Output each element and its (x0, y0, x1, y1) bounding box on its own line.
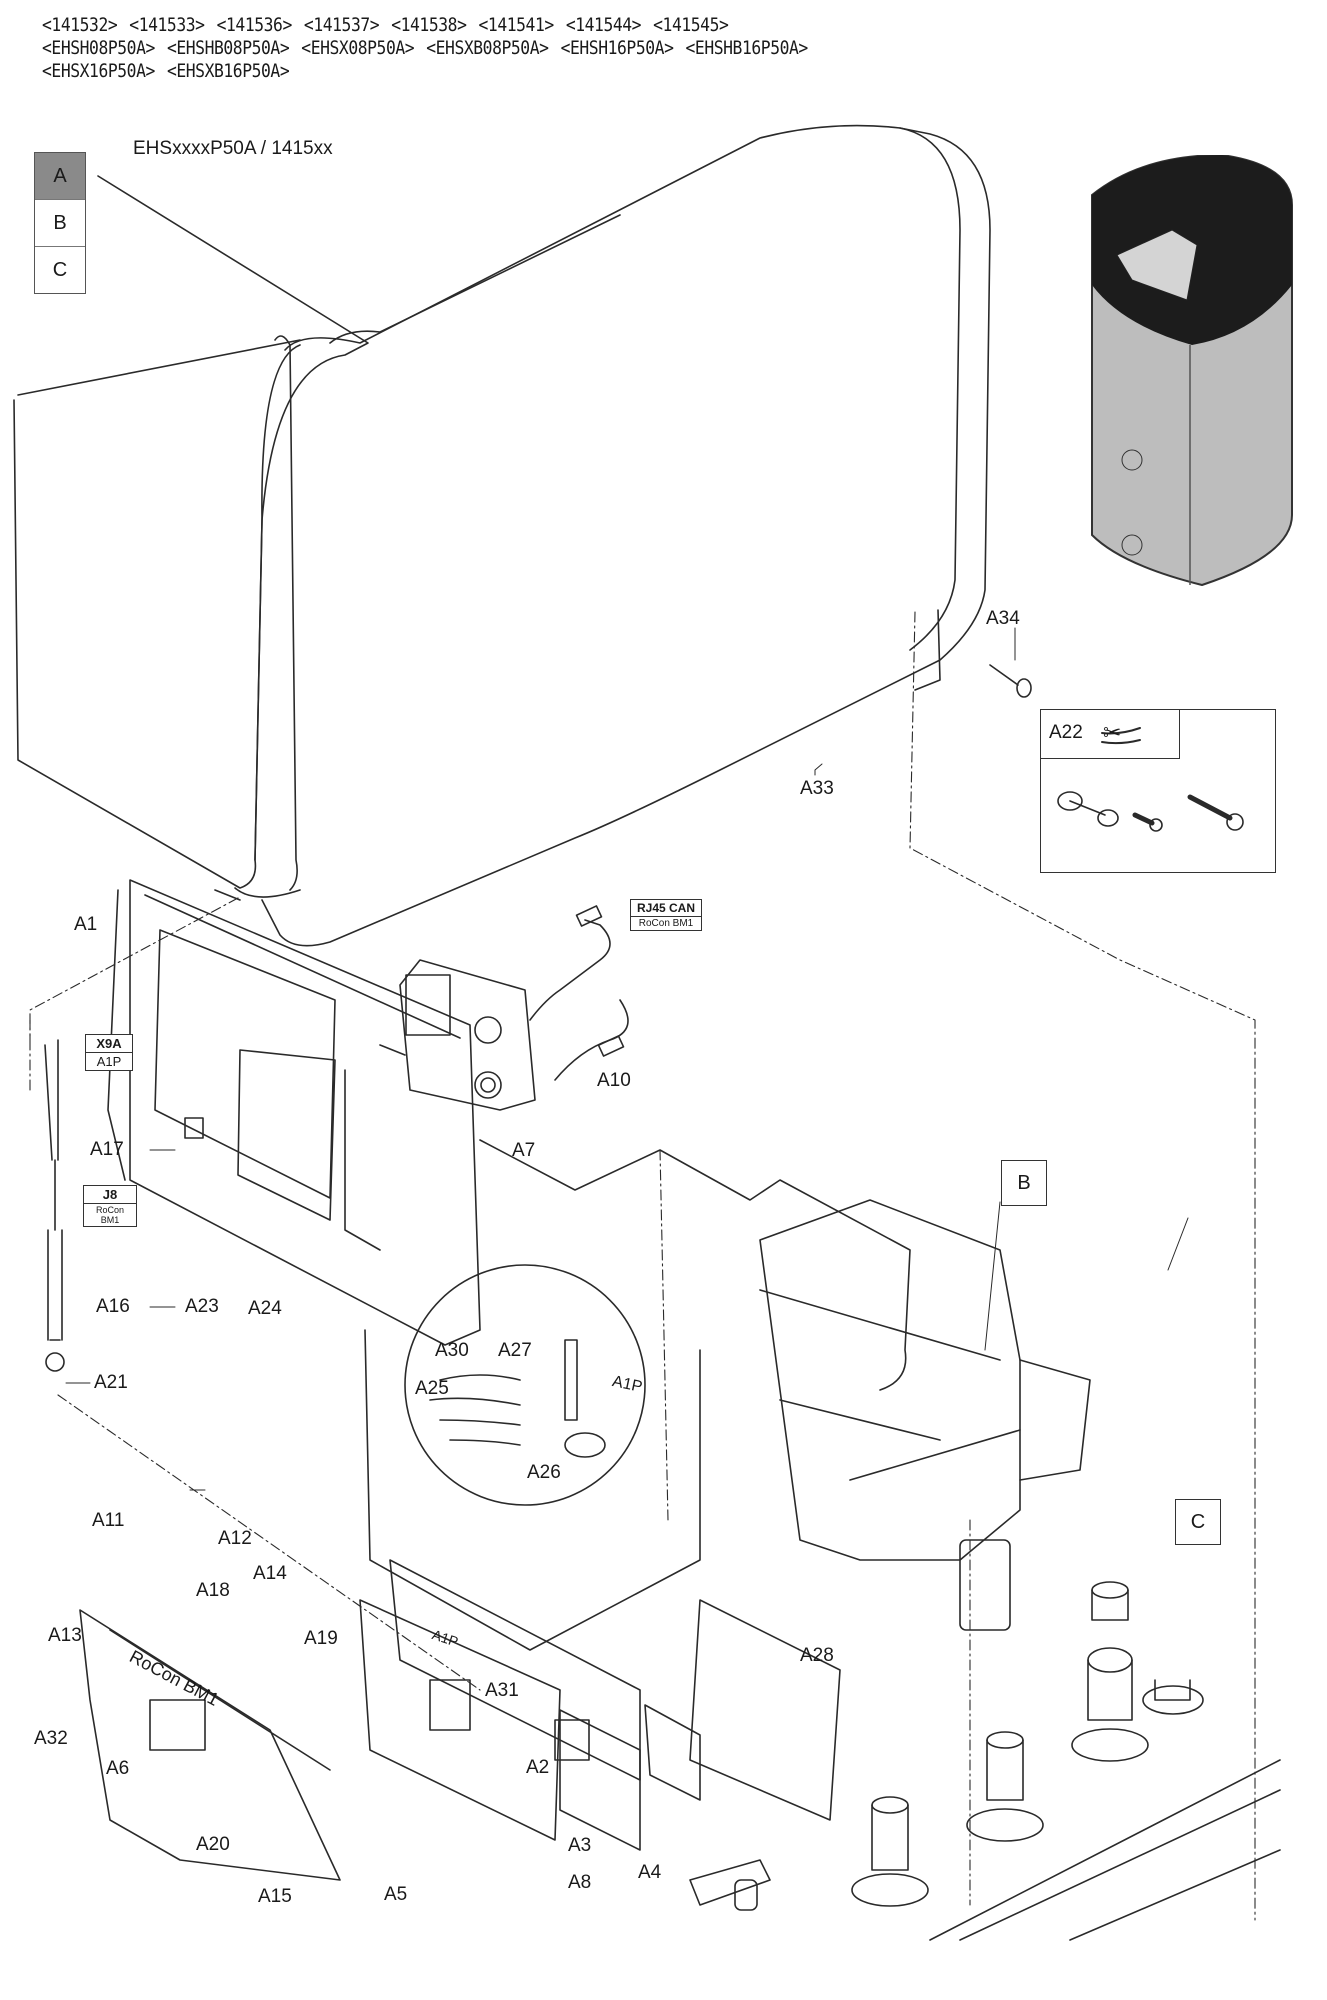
pliers-icon: ✂ (1103, 720, 1122, 745)
kit-a22-items (1057, 727, 1244, 832)
article-number: <141533> (129, 14, 205, 36)
tag-x9a: X9A A1P (85, 1034, 133, 1071)
model-code: <EHSXB08P50A> (426, 37, 549, 59)
section-tabs: A B C (34, 152, 86, 294)
tag-line-2: RoCon BM1 (638, 918, 694, 929)
model-code: <EHSHB16P50A> (685, 37, 809, 59)
part-label-a21[interactable]: A21 (94, 1372, 128, 1393)
kit-header: A22 ✂ (1041, 710, 1180, 759)
part-label-a34[interactable]: A34 (986, 608, 1020, 629)
article-numbers: <141532> <141533> <141536> <141537> <141538>… (42, 14, 820, 37)
part-label-a8[interactable]: A8 (568, 1872, 592, 1893)
part-label-a2[interactable]: A2 (526, 1757, 550, 1778)
part-label-a7[interactable]: A7 (512, 1140, 536, 1161)
article-number: <141536> (216, 14, 293, 36)
part-label-a32[interactable]: A32 (34, 1728, 68, 1749)
tag-line-2: RoCon BM1 (95, 1205, 124, 1225)
tag-j8: J8 RoCon BM1 (83, 1185, 137, 1227)
casing-cover (13, 124, 991, 947)
article-number: <141545> (653, 14, 729, 36)
callout-section-c[interactable]: C (1175, 1499, 1221, 1545)
part-label-a18[interactable]: A18 (196, 1580, 230, 1601)
article-number: <141538> (391, 14, 467, 36)
inner-assembly (79, 1139, 1091, 1911)
part-label-a5[interactable]: A5 (384, 1884, 408, 1905)
article-number: <141541> (478, 14, 555, 36)
part-label-a28[interactable]: A28 (800, 1645, 834, 1666)
article-number: <141532> (42, 14, 118, 36)
model-code: <EHSH08P50A> (42, 37, 155, 59)
part-label-a24[interactable]: A24 (248, 1298, 282, 1319)
kit-box-a22: A22 ✂ (1040, 709, 1276, 873)
model-code: <EHSXB16P50A> (166, 60, 290, 82)
part-label-a33[interactable]: A33 (800, 778, 834, 799)
part-label-a4[interactable]: A4 (638, 1862, 662, 1883)
part-label-a26[interactable]: A26 (527, 1462, 561, 1483)
part-label-a11[interactable]: A11 (92, 1510, 125, 1531)
model-code: <EHSX08P50A> (301, 37, 415, 59)
leader-lines (65, 627, 1189, 1491)
part-label-a23[interactable]: A23 (185, 1296, 219, 1317)
product-thumbnail (1091, 155, 1293, 587)
diagram-title: EHSxxxxP50A / 1415xx (133, 138, 333, 159)
part-label-a14[interactable]: A14 (253, 1563, 287, 1584)
part-label-a25[interactable]: A25 (415, 1378, 449, 1399)
part-label-a27[interactable]: A27 (498, 1340, 532, 1361)
part-label-a22[interactable]: A22 (1049, 722, 1083, 743)
model-codes-1: <EHSH08P50A> <EHSHB08P50A> <EHSX08P50A> <EH… (42, 37, 820, 60)
assembly-guides (29, 611, 1256, 1921)
part-label-a30[interactable]: A30 (435, 1340, 469, 1361)
model-code: <EHSX16P50A> (42, 60, 155, 82)
part-label-a1[interactable]: A1 (74, 914, 98, 935)
model-code: <EHSH16P50A> (560, 37, 674, 59)
part-label-a3[interactable]: A3 (568, 1835, 592, 1856)
screw-a34 (914, 609, 1032, 698)
section-tab-a[interactable]: A (35, 153, 85, 200)
tag-line-1: RJ45 CAN (631, 900, 701, 917)
control-panel-frame (107, 879, 481, 1346)
part-label-a17[interactable]: A17 (90, 1139, 124, 1160)
section-tab-b[interactable]: B (35, 200, 85, 247)
part-label-a20[interactable]: A20 (196, 1834, 230, 1855)
article-number: <141544> (565, 14, 642, 36)
part-label-a31[interactable]: A31 (485, 1680, 519, 1701)
part-label-a10[interactable]: A10 (597, 1070, 631, 1091)
cables (44, 1039, 65, 1372)
tag-line-1: J8 (84, 1186, 136, 1204)
model-code: <EHSHB08P50A> (166, 37, 290, 59)
part-label-a12[interactable]: A12 (218, 1528, 252, 1549)
tag-rj45-can: RJ45 CAN RoCon BM1 (630, 899, 702, 931)
tag-line-2: A1P (96, 1054, 122, 1069)
model-header: <141532> <141533> <141536> <141537> <141538>… (42, 14, 820, 83)
section-tab-c[interactable]: C (52, 259, 68, 281)
part-label-a13[interactable]: A13 (48, 1625, 82, 1646)
tag-line-1: X9A (86, 1035, 132, 1053)
display-module (399, 905, 629, 1111)
model-codes-2: <EHSX16P50A> <EHSXB16P50A> (42, 60, 820, 83)
part-label-a19[interactable]: A19 (304, 1628, 338, 1649)
part-label-a6[interactable]: A6 (106, 1758, 130, 1779)
callout-section-b[interactable]: B (1001, 1160, 1047, 1206)
pipe-fittings (851, 1581, 1281, 1941)
article-number: <141537> (303, 14, 380, 36)
part-label-a16[interactable]: A16 (96, 1296, 130, 1317)
part-label-a15[interactable]: A15 (258, 1886, 292, 1907)
